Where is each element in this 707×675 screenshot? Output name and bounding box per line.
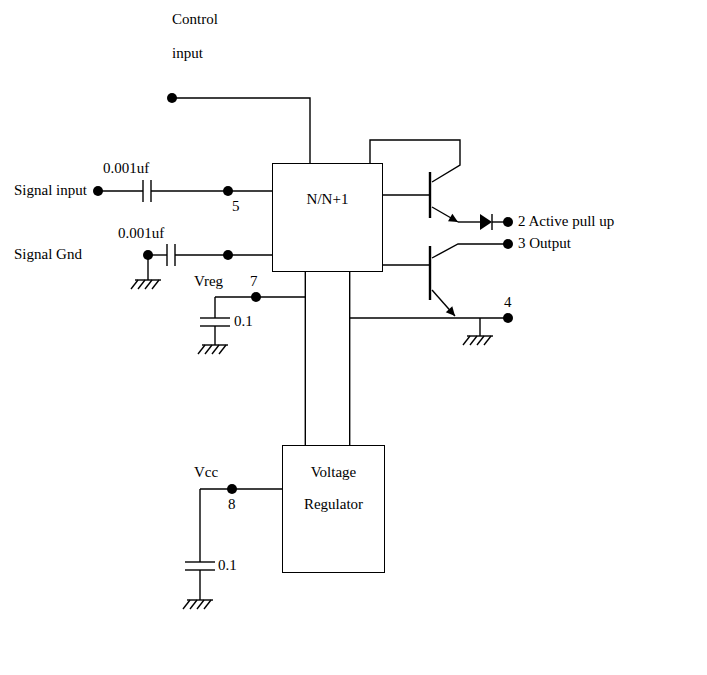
wire	[458, 221, 480, 222]
ground-symbol	[477, 336, 484, 345]
wire	[172, 98, 310, 163]
ground-symbol	[138, 280, 145, 289]
transistor-symbol	[429, 246, 431, 300]
ground-symbol	[187, 599, 213, 600]
ground-symbol	[152, 280, 159, 289]
transistor-symbol	[432, 290, 455, 316]
pin-label: Vreg	[194, 273, 223, 290]
capacitor-symbol	[185, 561, 215, 562]
ground-symbol	[190, 600, 197, 609]
terminal-dot	[143, 250, 153, 260]
ground-symbol	[197, 600, 204, 609]
supply-wire	[305, 272, 306, 445]
pin-label: 0.1	[218, 557, 237, 574]
pin-label: Control input	[172, 2, 234, 70]
transistor-symbol	[432, 244, 508, 258]
terminal-dot	[223, 186, 233, 196]
regulator-block: Voltage Regulator	[282, 445, 385, 573]
pin-label: 5	[232, 198, 240, 215]
terminal-dot	[227, 484, 237, 494]
ground-symbol	[145, 280, 152, 289]
ground-symbol	[202, 344, 228, 345]
ground-symbol	[131, 280, 138, 289]
ground-symbol	[198, 345, 205, 354]
wire	[98, 190, 143, 191]
pin-label: 7	[250, 273, 258, 290]
emitter-arrow	[446, 306, 455, 316]
wire	[383, 264, 430, 265]
terminal-dot	[223, 250, 233, 260]
ground-symbol	[183, 600, 190, 609]
pin-label: 0.001uf	[118, 225, 164, 242]
block-label: N/N+1	[307, 190, 349, 208]
wire	[214, 326, 215, 345]
terminal-dot	[503, 239, 513, 249]
ground-symbol	[484, 336, 491, 345]
supply-wire	[349, 272, 350, 445]
ground-symbol	[219, 345, 226, 354]
pin-label: 4	[504, 294, 512, 311]
transistor-symbol	[432, 207, 458, 222]
pin-label: Signal Gnd	[14, 246, 82, 263]
terminal-dot	[167, 93, 177, 103]
ground-symbol	[135, 279, 161, 280]
pin-label: 2 Active pull up	[518, 213, 614, 230]
capacitor-symbol	[166, 244, 167, 266]
wire	[350, 317, 508, 318]
terminal-dot	[503, 217, 513, 227]
wire	[214, 297, 215, 318]
wire	[200, 488, 282, 489]
pin-label: 8	[228, 496, 236, 513]
pin-label: Vcc	[194, 464, 218, 481]
terminal-dot	[93, 186, 103, 196]
transistor-symbol	[429, 172, 431, 218]
emitter-arrow	[448, 214, 458, 222]
diode-symbol	[480, 214, 492, 230]
wire	[199, 489, 200, 562]
pin-label: Signal input	[14, 182, 87, 199]
transistor-symbol	[370, 140, 460, 182]
terminal-dot	[251, 292, 261, 302]
pin-label: 0.1	[234, 313, 253, 330]
block-label: Voltage Regulator	[290, 456, 377, 520]
capacitor-symbol	[200, 317, 230, 318]
ground-symbol	[212, 345, 219, 354]
ground-symbol	[467, 335, 493, 336]
wire	[151, 190, 272, 191]
ground-symbol	[470, 336, 477, 345]
terminal-dot	[503, 313, 513, 323]
pin-label: 0.001uf	[103, 160, 149, 177]
wire	[383, 194, 430, 195]
ground-symbol	[204, 600, 211, 609]
wire	[479, 318, 480, 336]
ground-symbol	[205, 345, 212, 354]
pin-label: 3 Output	[518, 235, 571, 252]
ground-symbol	[463, 336, 470, 345]
capacitor-symbol	[142, 180, 143, 202]
wire	[199, 570, 200, 600]
divider-block: N/N+1	[272, 163, 383, 272]
